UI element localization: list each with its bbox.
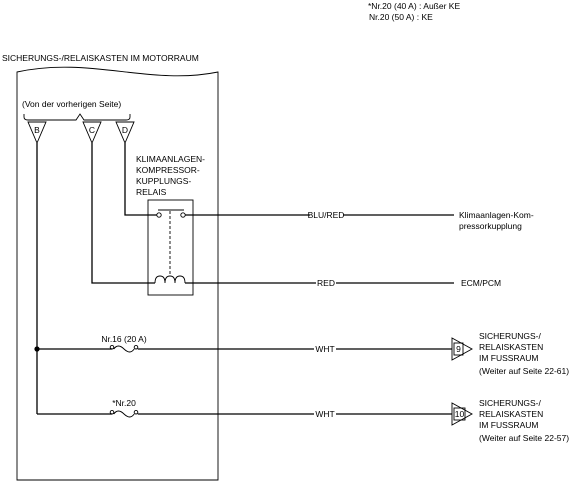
terminal-b-label: B [34,125,40,135]
box-title: SICHERUNGS-/RELAISKASTEN IM MOTORRAUM [2,53,199,63]
relay-switch [156,209,186,218]
wire-blu-red-color: BLU/RED [308,210,345,220]
relay-label-line-4: RELAIS [136,187,167,197]
dest-fussraum-1-line-4: (Weiter auf Seite 22-61) [479,366,569,376]
terminal-c-label: C [89,125,95,135]
note-line-1: *Nr.20 (40 A) : Außer KE [368,1,460,11]
note-line-2: Nr.20 (50 A) : KE [369,12,433,22]
dest-fussraum-1-line-2: RELAISKASTEN [479,342,543,352]
wire-c-to-relay-coil [91,143,155,284]
fuse-20 [109,410,139,418]
relay-label: KLIMAANLAGEN- KOMPRESSOR- KUPPLUNGS- REL… [136,154,205,197]
relay-body [147,199,194,296]
wire-d-to-relay-switch [124,143,157,216]
dest-fussraum-2-line-3: IM FUSSRAUM [479,420,539,430]
terminal-c: C [82,121,102,145]
relay-label-line-2: KOMPRESSOR- [136,165,200,175]
dest-fussraum-1-line-3: IM FUSSRAUM [479,353,539,363]
relay-coil [154,275,186,284]
terminal-d-label: D [122,125,128,135]
connector-9: 9 [451,337,473,361]
dest-compressor-line-1: Klimaanlagen-Kom- [459,210,534,220]
wire-wht-1-color: WHT [315,344,334,354]
from-prev-page-bracket [23,113,131,121]
terminal-d: D [115,121,135,145]
dest-compressor-line-2: pressorkupplung [459,221,522,231]
relay-label-line-1: KLIMAANLAGEN- [136,154,205,164]
fuse-16-label: Nr.16 (20 A) [101,334,147,344]
dest-fussraum-2-line-4: (Weiter auf Seite 22-57) [479,433,569,443]
fuse-box-outline [16,66,219,481]
dest-fussraum-2-line-1: SICHERUNGS-/ [479,398,542,408]
connector-10-label: 10 [455,409,465,419]
connector-10: 10 [451,402,473,426]
fuse-20-label: *Nr.20 [112,398,136,408]
relay-label-line-3: KUPPLUNGS- [136,176,191,186]
wire-red-color: RED [317,278,335,288]
dest-fussraum-2-line-2: RELAISKASTEN [479,409,543,419]
from-prev-page-label: (Von der vorherigen Seite) [22,99,121,109]
fuse-16 [109,345,139,353]
connector-9-label: 9 [456,344,461,354]
dest-ecm-pcm: ECM/PCM [461,278,501,288]
terminal-b: B [27,121,47,145]
wire-wht-2-color: WHT [315,409,334,419]
dest-fussraum-1-line-1: SICHERUNGS-/ [479,331,542,341]
